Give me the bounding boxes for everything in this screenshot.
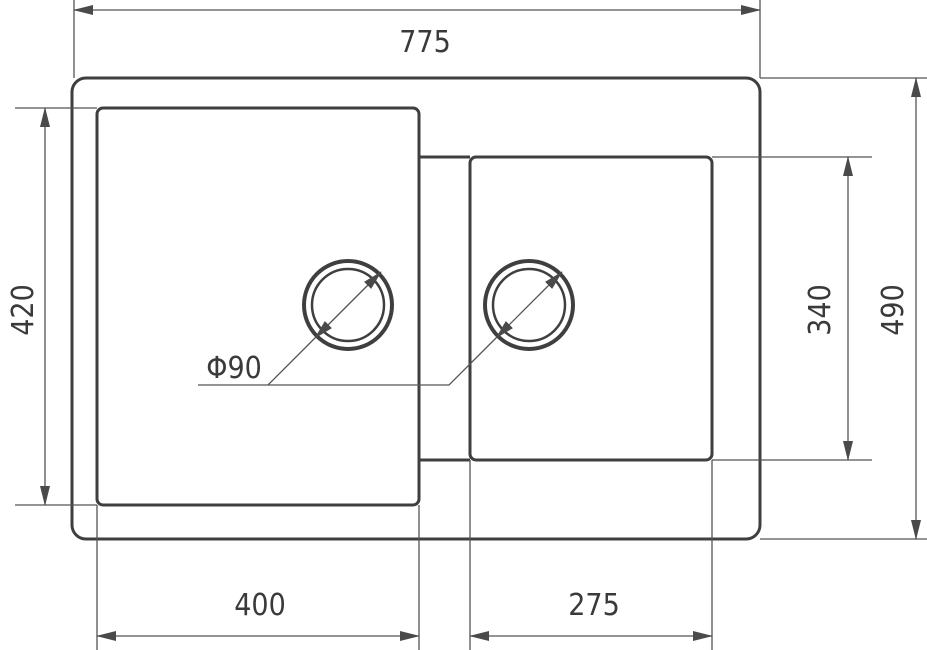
overall-depth-label: 490 bbox=[876, 284, 911, 336]
large-bowl-width-label: 400 bbox=[234, 588, 286, 623]
drain-large-bowl bbox=[302, 259, 394, 351]
drain-diameter-arrow-right bbox=[495, 271, 563, 339]
drain-leader-right bbox=[268, 337, 497, 386]
large-bowl bbox=[95, 106, 421, 507]
drain-small-bowl bbox=[483, 259, 575, 351]
drain-diameter-arrow-left bbox=[314, 271, 382, 339]
overall-width-label: 775 bbox=[399, 25, 451, 60]
sink-outline bbox=[70, 76, 762, 541]
small-bowl-depth-label: 340 bbox=[803, 284, 838, 336]
small-bowl bbox=[468, 155, 714, 462]
drain-diameter-label: Φ90 bbox=[206, 351, 262, 386]
large-bowl-depth-label: 420 bbox=[6, 284, 41, 336]
small-bowl-width-label: 275 bbox=[568, 588, 620, 623]
